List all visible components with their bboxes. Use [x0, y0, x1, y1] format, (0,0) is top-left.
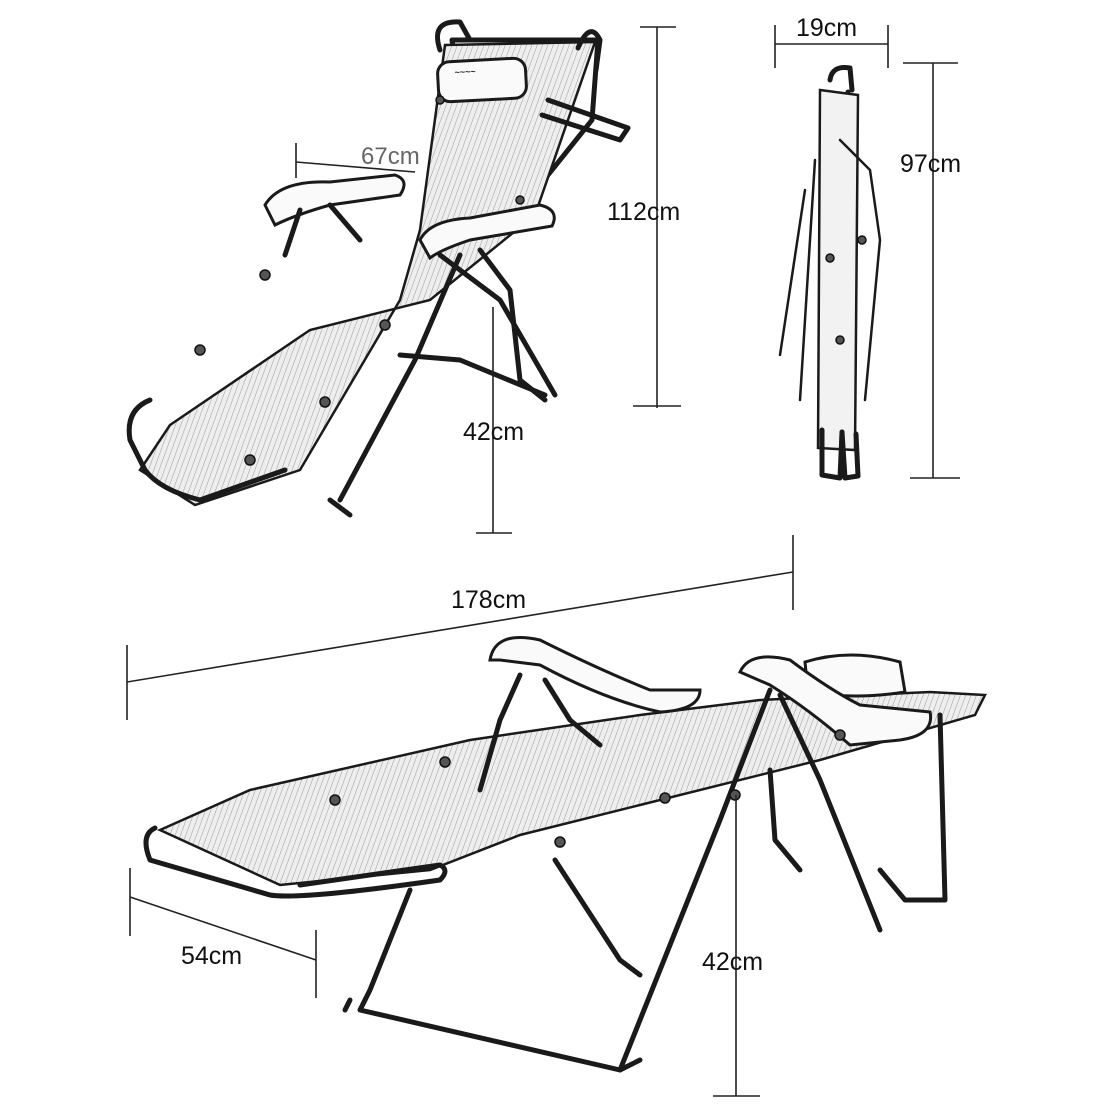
- height-label-top: 112cm: [607, 198, 680, 226]
- dimension-lines-top: [295, 26, 681, 534]
- dimension-lines-folded: [774, 25, 960, 479]
- length-label: 178cm: [451, 586, 526, 614]
- reclined-chair-illustration: ~~~~: [126, 19, 631, 518]
- seat-height-label-bottom: 42cm: [702, 948, 763, 976]
- folded-thickness-label: 19cm: [796, 14, 857, 42]
- folded-chair-illustration: [778, 65, 882, 481]
- pillow-brand-mark: ~~~~: [454, 66, 476, 77]
- dimension-lines-bottom: [126, 535, 794, 1097]
- width-label-bottom: 54cm: [181, 942, 242, 970]
- seat-height-label-top: 42cm: [463, 418, 524, 446]
- width-label-top: 67cm: [361, 143, 420, 170]
- folded-height-label: 97cm: [900, 150, 961, 178]
- flat-chair-illustration: [143, 636, 987, 1073]
